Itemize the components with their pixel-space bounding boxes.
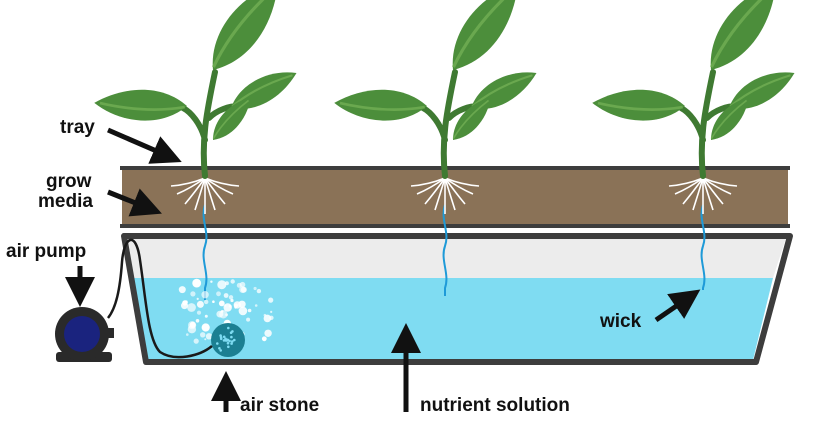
- bubble: [254, 304, 258, 307]
- leaf: [94, 89, 187, 121]
- bubble: [201, 291, 209, 299]
- bubble: [204, 338, 207, 341]
- tray-frame-top: [120, 166, 790, 170]
- bubble: [223, 293, 229, 298]
- bubble: [195, 319, 200, 323]
- reservoir: [121, 233, 793, 365]
- nutrient-solution-body: [134, 278, 773, 360]
- air-pump: [55, 307, 114, 362]
- bubble: [263, 314, 272, 323]
- bubble: [178, 286, 186, 294]
- bubble: [196, 300, 204, 308]
- leaf: [710, 0, 777, 70]
- bubble: [205, 333, 213, 340]
- bubble: [200, 332, 206, 338]
- bubble: [234, 306, 237, 309]
- bubble: [218, 300, 225, 307]
- bubble: [264, 329, 272, 337]
- bubble: [217, 280, 227, 290]
- bubble: [212, 300, 215, 304]
- wick: [442, 204, 448, 296]
- reservoir-solution-top: [128, 238, 786, 278]
- bubble: [187, 303, 196, 312]
- bubble: [253, 286, 257, 291]
- bubble: [216, 291, 221, 297]
- bubble: [219, 310, 228, 319]
- wick: [700, 204, 706, 290]
- bubble: [194, 281, 198, 284]
- bubble: [196, 297, 199, 300]
- plants: [94, 0, 795, 300]
- bubble: [210, 280, 213, 283]
- leaf: [452, 0, 519, 70]
- air-stone-label: air stone: [240, 395, 320, 416]
- plant: [592, 0, 795, 290]
- bubble: [204, 299, 209, 305]
- leaf: [710, 97, 749, 140]
- leaf: [212, 97, 251, 140]
- bubble: [238, 306, 248, 316]
- tray-arrow: [107, 127, 182, 164]
- grow-media-label-line2: media: [38, 191, 93, 212]
- arrows: [65, 127, 701, 412]
- bubble: [230, 279, 235, 284]
- tray-frame-bottom: [120, 224, 790, 228]
- bubble: [238, 300, 246, 308]
- bubble: [246, 317, 251, 322]
- grow-media-arrow: [107, 188, 162, 217]
- wick-arrow: [654, 289, 701, 323]
- bubble: [236, 282, 242, 288]
- wick-label: wick: [600, 311, 642, 332]
- air-tube: [106, 238, 213, 359]
- air-stone: [211, 323, 245, 357]
- bubble: [189, 321, 196, 328]
- bubble: [190, 291, 196, 297]
- leaf: [334, 89, 427, 121]
- wick: [202, 204, 208, 300]
- bubble: [223, 303, 232, 312]
- leaf: [452, 97, 491, 140]
- bubble: [228, 295, 234, 300]
- bubble: [182, 300, 188, 306]
- bubble: [193, 338, 199, 344]
- bubble: [261, 336, 267, 342]
- leaf: [212, 0, 279, 70]
- leaf: [592, 89, 685, 121]
- bubble: [269, 315, 274, 320]
- bubble: [256, 288, 262, 294]
- grow-media-label-line1: grow: [46, 171, 92, 192]
- bubble: [239, 286, 247, 293]
- bubble: [247, 308, 252, 313]
- bubble: [268, 297, 274, 303]
- roots: [410, 177, 480, 214]
- bubble: [270, 310, 273, 313]
- grow-media: [122, 168, 788, 225]
- reservoir-frame: [121, 233, 793, 365]
- bubble: [196, 310, 202, 315]
- plant: [94, 0, 297, 300]
- plant: [334, 0, 537, 296]
- tray: [120, 166, 790, 228]
- air-pump-label: air pump: [6, 241, 87, 262]
- bubble: [204, 314, 208, 318]
- bubble: [201, 323, 210, 332]
- roots: [170, 177, 240, 214]
- nutrient-solution-label: nutrient solution: [420, 395, 570, 416]
- bubble: [230, 298, 234, 303]
- roots: [668, 177, 738, 214]
- bubble: [186, 333, 189, 336]
- tray-label: tray: [60, 117, 95, 138]
